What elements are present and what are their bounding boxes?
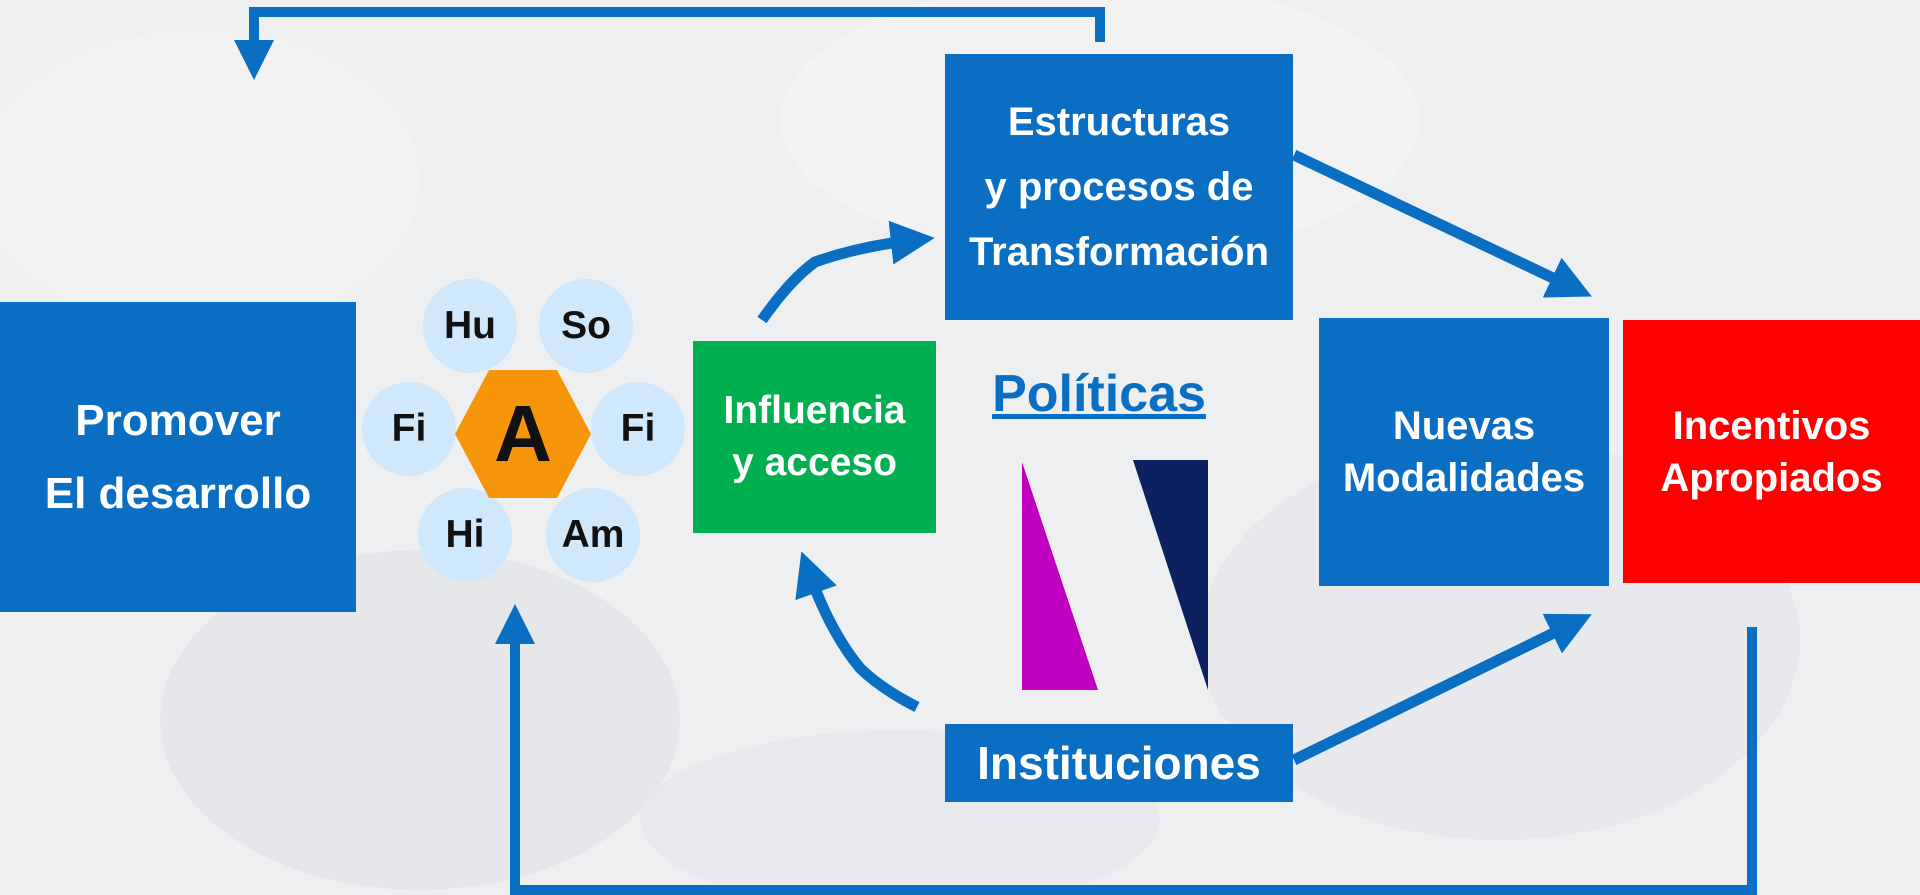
circle-fi-right: Fi	[591, 382, 685, 476]
arrow-instituciones-to-influencia	[795, 551, 920, 712]
feedback-arrow-top	[234, 7, 1105, 80]
influencia-line1: Influencia	[723, 389, 906, 432]
instituciones-box: Instituciones	[945, 724, 1293, 802]
estructuras-line2: y procesos de	[984, 164, 1254, 209]
promover-line1: Promover	[75, 396, 281, 445]
circle-hi: Hi	[418, 488, 512, 582]
influencia-acceso-box: Influencia y acceso	[693, 341, 936, 533]
nuevas-line1: Nuevas	[1392, 404, 1536, 448]
arrow-instituciones-to-nuevas	[1291, 613, 1592, 765]
circle-hu: Hu	[423, 279, 517, 373]
estructuras-line3: Transformación	[968, 229, 1270, 274]
estructuras-procesos-box: Estructuras y procesos de Transformación	[945, 54, 1293, 320]
nuevas-line2: Modalidades	[1342, 456, 1586, 500]
circle-so: So	[539, 279, 633, 373]
incentivos-line2: Apropiados	[1660, 455, 1883, 500]
estructuras-line1: Estructuras	[1007, 99, 1231, 144]
magenta-wedge-shape	[1022, 462, 1098, 690]
arrow-estructuras-to-nuevas	[1291, 150, 1592, 298]
influencia-line2: y acceso	[732, 441, 897, 484]
nuevas-modalidades-box: Nuevas Modalidades	[1319, 318, 1609, 586]
promover-desarrollo-box: Promover El desarrollo	[0, 302, 356, 612]
arrow-influencia-to-estructuras	[757, 220, 935, 324]
incentivos-line1: Incentivos	[1672, 403, 1871, 448]
incentivos-apropiados-box: Incentivos Apropiados	[1623, 320, 1920, 583]
circle-am: Am	[546, 488, 640, 582]
politicas-label: Políticas	[992, 365, 1206, 423]
promover-line2: El desarrollo	[44, 469, 312, 518]
instituciones-label: Instituciones	[977, 737, 1261, 789]
circle-fi-left: Fi	[362, 382, 456, 476]
navy-wedge-shape	[1133, 460, 1208, 690]
feedback-arrow-bottom	[495, 604, 1757, 895]
